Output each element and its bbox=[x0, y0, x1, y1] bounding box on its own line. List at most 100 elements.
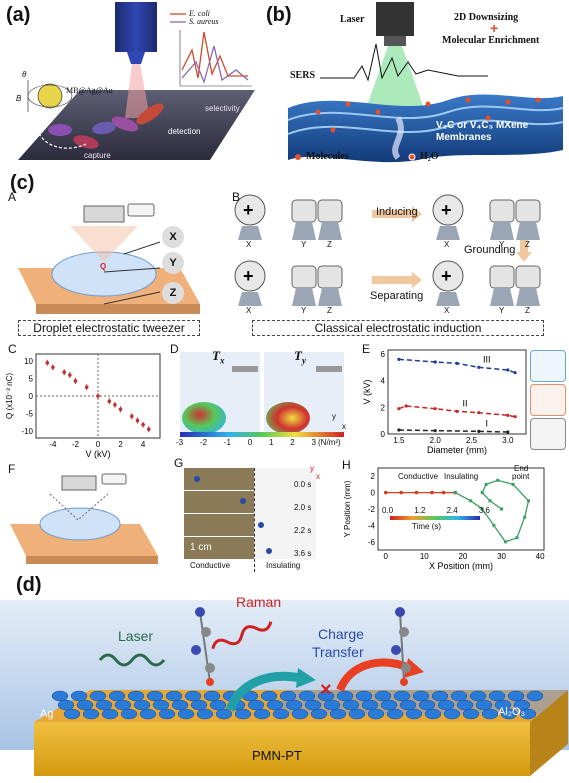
data-point bbox=[107, 399, 112, 404]
B-Y-4: Y bbox=[499, 306, 505, 315]
ag-nanoparticle bbox=[127, 690, 145, 702]
data-point bbox=[45, 360, 50, 365]
data-point bbox=[68, 373, 72, 377]
panel-d-illustration: × bbox=[0, 600, 569, 776]
substrate-label: PMN-PT bbox=[252, 748, 302, 763]
ag-nanoparticle bbox=[272, 708, 290, 720]
data-point bbox=[513, 415, 517, 419]
ag-nanoparticle bbox=[386, 708, 404, 720]
ag-nanoparticle bbox=[437, 699, 455, 711]
legend-saureus: S. aureus bbox=[189, 17, 219, 26]
ag-nanoparticle bbox=[443, 708, 461, 720]
ag-nanoparticle bbox=[481, 708, 499, 720]
cb-tick: -1 bbox=[223, 438, 231, 447]
ag-nanoparticle bbox=[139, 708, 157, 720]
droplet-tx bbox=[182, 402, 226, 434]
label-Y: Y bbox=[162, 252, 184, 274]
magnetic-bead bbox=[37, 83, 63, 109]
cb-tick: 2 bbox=[290, 438, 295, 447]
green-laser bbox=[362, 46, 428, 120]
colorbar-unit: (N/m²) bbox=[318, 438, 341, 447]
y-tick-label: -6 bbox=[368, 538, 376, 547]
B-Z-2: Z bbox=[525, 240, 530, 249]
data-point bbox=[141, 422, 145, 427]
ag-nanoparticle bbox=[418, 699, 436, 711]
data-point bbox=[397, 428, 401, 432]
ag-nanoparticle bbox=[424, 708, 442, 720]
probe-label: MB@Ag@Au bbox=[66, 86, 113, 95]
plus-label: + bbox=[490, 20, 499, 36]
ag-nanoparticle bbox=[152, 699, 170, 711]
B-X-3: X bbox=[246, 306, 252, 315]
charge-label: Charge bbox=[318, 626, 364, 642]
data-point bbox=[62, 370, 66, 374]
x-axis-label: X Position (mm) bbox=[429, 561, 493, 571]
y-tick-label: 10 bbox=[24, 357, 33, 366]
B-X-4: X bbox=[444, 306, 450, 315]
x-tick-label: 2.5 bbox=[466, 436, 478, 445]
inducing-label: Inducing bbox=[376, 206, 418, 218]
ag-nanoparticle bbox=[456, 699, 474, 711]
ag-nanoparticle bbox=[336, 690, 354, 702]
label-Q: Q bbox=[100, 262, 107, 271]
subpanel-C-letter: C bbox=[8, 342, 17, 356]
ag-nanoparticle bbox=[412, 690, 430, 702]
detection-label: detection bbox=[168, 127, 201, 136]
laser-d-label: Laser bbox=[118, 628, 154, 644]
y-tick-label: 2 bbox=[381, 403, 386, 412]
subpanel-D-letter: D bbox=[170, 342, 179, 356]
x-tick-label: 0 bbox=[383, 552, 388, 561]
panel-a-illustration bbox=[18, 2, 255, 160]
ag-nanoparticle bbox=[526, 690, 544, 702]
H-time-label: Time (s) bbox=[412, 522, 442, 531]
sers-spectrum bbox=[320, 43, 488, 82]
G-frame-2 bbox=[184, 491, 254, 513]
ag-nanoparticle bbox=[462, 708, 480, 720]
colorbar bbox=[180, 432, 344, 437]
ag-nanoparticle bbox=[494, 699, 512, 711]
x-tick-label: 0 bbox=[96, 440, 101, 449]
separating-label: Separating bbox=[370, 290, 424, 302]
ag-nanoparticle bbox=[133, 699, 151, 711]
y-tick-label: 6 bbox=[381, 350, 386, 359]
G-insulating: Insulating bbox=[266, 561, 301, 570]
svg-text:+: + bbox=[441, 266, 452, 286]
trajectory-point bbox=[453, 491, 457, 495]
objective-lens bbox=[115, 2, 157, 52]
G-droplet-2 bbox=[240, 498, 246, 504]
data-point bbox=[397, 357, 401, 361]
bacteria-cluster bbox=[48, 103, 164, 149]
subpanel-F-letter: F bbox=[8, 462, 16, 476]
y-axis-label: Y Position (mm) bbox=[343, 480, 352, 537]
data-point bbox=[477, 429, 481, 433]
subpanel-G-letter: G bbox=[174, 456, 184, 470]
ag-nanoparticle bbox=[260, 690, 278, 702]
trajectory-point bbox=[515, 536, 519, 540]
ag-nanoparticle bbox=[209, 699, 227, 711]
trajectory-point bbox=[492, 523, 496, 527]
ag-nanoparticle bbox=[95, 699, 113, 711]
panel-a: (a) E. coli S. aureus θ B MB@Ag@Au selec… bbox=[0, 0, 258, 168]
B-Z-4: Z bbox=[525, 306, 530, 315]
enrichment-label: Molecular Enrichment bbox=[442, 35, 540, 46]
subpanel-E-letter: E bbox=[362, 342, 371, 356]
laser-beam bbox=[125, 64, 150, 118]
G-frame-4 bbox=[184, 537, 254, 559]
data-point bbox=[506, 430, 510, 434]
subpanel-A: A X Y Z Q Droplet electrostatic tweezer bbox=[0, 190, 230, 340]
H-end: End bbox=[514, 464, 529, 473]
ag-nanoparticle bbox=[450, 690, 468, 702]
svg-text:+: + bbox=[243, 200, 254, 220]
H-time-tick: 0.0 bbox=[382, 506, 394, 515]
ag-nanoparticle bbox=[215, 708, 233, 720]
ag-nanoparticle bbox=[519, 708, 537, 720]
al2o3-label: Al₂O₃ bbox=[498, 706, 526, 718]
x-axis-label: Diameter (mm) bbox=[427, 445, 487, 455]
sers-label: SERS bbox=[290, 70, 316, 81]
H-time-tick: 1.2 bbox=[414, 506, 426, 515]
ag-nanoparticle bbox=[89, 690, 107, 702]
B-X-1: X bbox=[246, 240, 252, 249]
transfer-label: Transfer bbox=[312, 644, 364, 660]
